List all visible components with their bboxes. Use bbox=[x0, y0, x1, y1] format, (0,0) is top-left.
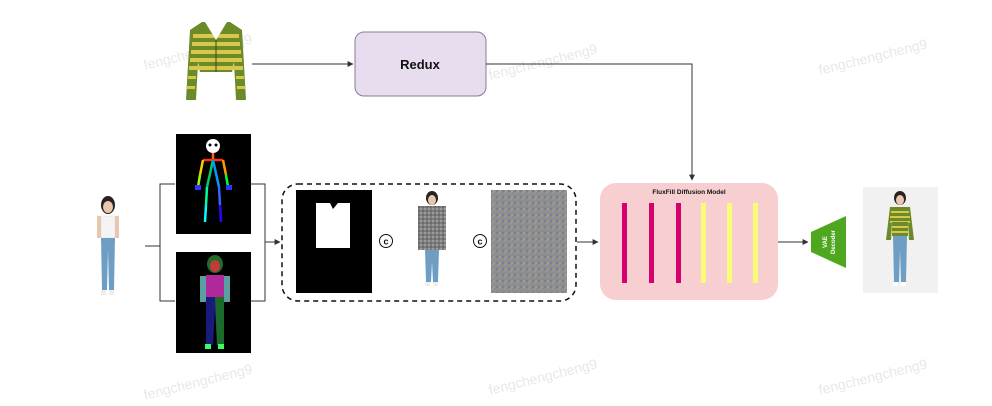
segmentation-map-image bbox=[176, 252, 251, 353]
arrow-conditions-to-inputs bbox=[251, 183, 266, 302]
diffusion-model-title: FluxFill Diffusion Model bbox=[652, 189, 725, 196]
branch-connector bbox=[145, 183, 175, 302]
vae-decoder-label-line1: VAE bbox=[823, 236, 829, 248]
watermark-text: fengchengcheng9 bbox=[817, 355, 929, 398]
vae-decoder-block bbox=[811, 216, 846, 268]
diffusion-model-box bbox=[600, 183, 778, 300]
diffusion-bar bbox=[701, 203, 706, 283]
diffusion-bar bbox=[676, 203, 681, 283]
arrow-redux-to-diffusion bbox=[486, 63, 695, 181]
garment-cardigan-image bbox=[186, 22, 246, 100]
input-concat-group bbox=[281, 183, 577, 302]
watermark-text: fengchengcheng9 bbox=[487, 40, 599, 83]
concat-label-1: c bbox=[383, 237, 388, 247]
watermark-text: fengchengcheng9 bbox=[487, 355, 599, 398]
concat-symbol-1 bbox=[379, 234, 393, 248]
noise-latent-image bbox=[491, 190, 567, 293]
vae-decoder-label-line2: Decoder bbox=[831, 229, 837, 254]
agnostic-mask-image bbox=[296, 190, 372, 293]
diffusion-bar bbox=[649, 203, 654, 283]
pose-skeleton-image bbox=[176, 134, 251, 234]
watermark-text: fengchengcheng9 bbox=[817, 35, 929, 78]
diffusion-bar bbox=[753, 203, 758, 283]
output-tryon-image bbox=[863, 187, 938, 293]
diffusion-bar bbox=[622, 203, 627, 283]
concat-label-2: c bbox=[477, 237, 482, 247]
diffusion-bars bbox=[622, 203, 758, 283]
concat-symbol-2 bbox=[473, 234, 487, 248]
person-input-image bbox=[97, 196, 119, 295]
redux-label: Redux bbox=[400, 57, 441, 72]
watermark-text: fengchengcheng9 bbox=[142, 360, 254, 403]
masked-person-image bbox=[418, 191, 446, 286]
diffusion-bar bbox=[727, 203, 732, 283]
